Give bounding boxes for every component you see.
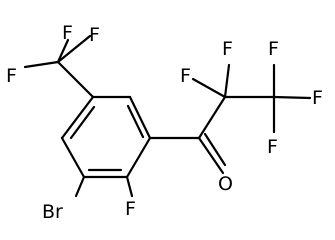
fluorine-label: F bbox=[267, 136, 278, 158]
fluorine-label: F bbox=[89, 24, 100, 46]
bond bbox=[23, 60, 60, 69]
bond bbox=[191, 77, 227, 99]
fluorine-label: F bbox=[312, 87, 323, 109]
bond bbox=[128, 95, 152, 140]
bond bbox=[56, 60, 95, 99]
bond bbox=[60, 136, 86, 179]
bromine-label: Br bbox=[42, 201, 63, 223]
atom-labels: F F F F F F F F Br F O bbox=[6, 22, 323, 223]
bond bbox=[197, 136, 225, 175]
fluorine-label: F bbox=[222, 38, 233, 60]
bond bbox=[203, 132, 227, 167]
fluorine-label: F bbox=[268, 38, 279, 60]
bond bbox=[56, 38, 70, 64]
bond bbox=[126, 104, 145, 139]
fluorine-label: F bbox=[6, 65, 17, 87]
bond bbox=[272, 95, 312, 100]
fluorine-label: F bbox=[180, 65, 191, 87]
ring-fluorine-label: F bbox=[125, 198, 136, 220]
oxygen-label: O bbox=[218, 173, 233, 195]
bond bbox=[74, 175, 86, 198]
bond bbox=[56, 34, 92, 64]
bond bbox=[223, 63, 231, 99]
bond bbox=[69, 105, 96, 140]
fluorine-label: F bbox=[62, 22, 73, 44]
bond-lines bbox=[23, 34, 312, 198]
bond bbox=[60, 95, 95, 140]
bond bbox=[125, 175, 134, 198]
bond bbox=[125, 136, 152, 179]
bond bbox=[197, 95, 227, 140]
